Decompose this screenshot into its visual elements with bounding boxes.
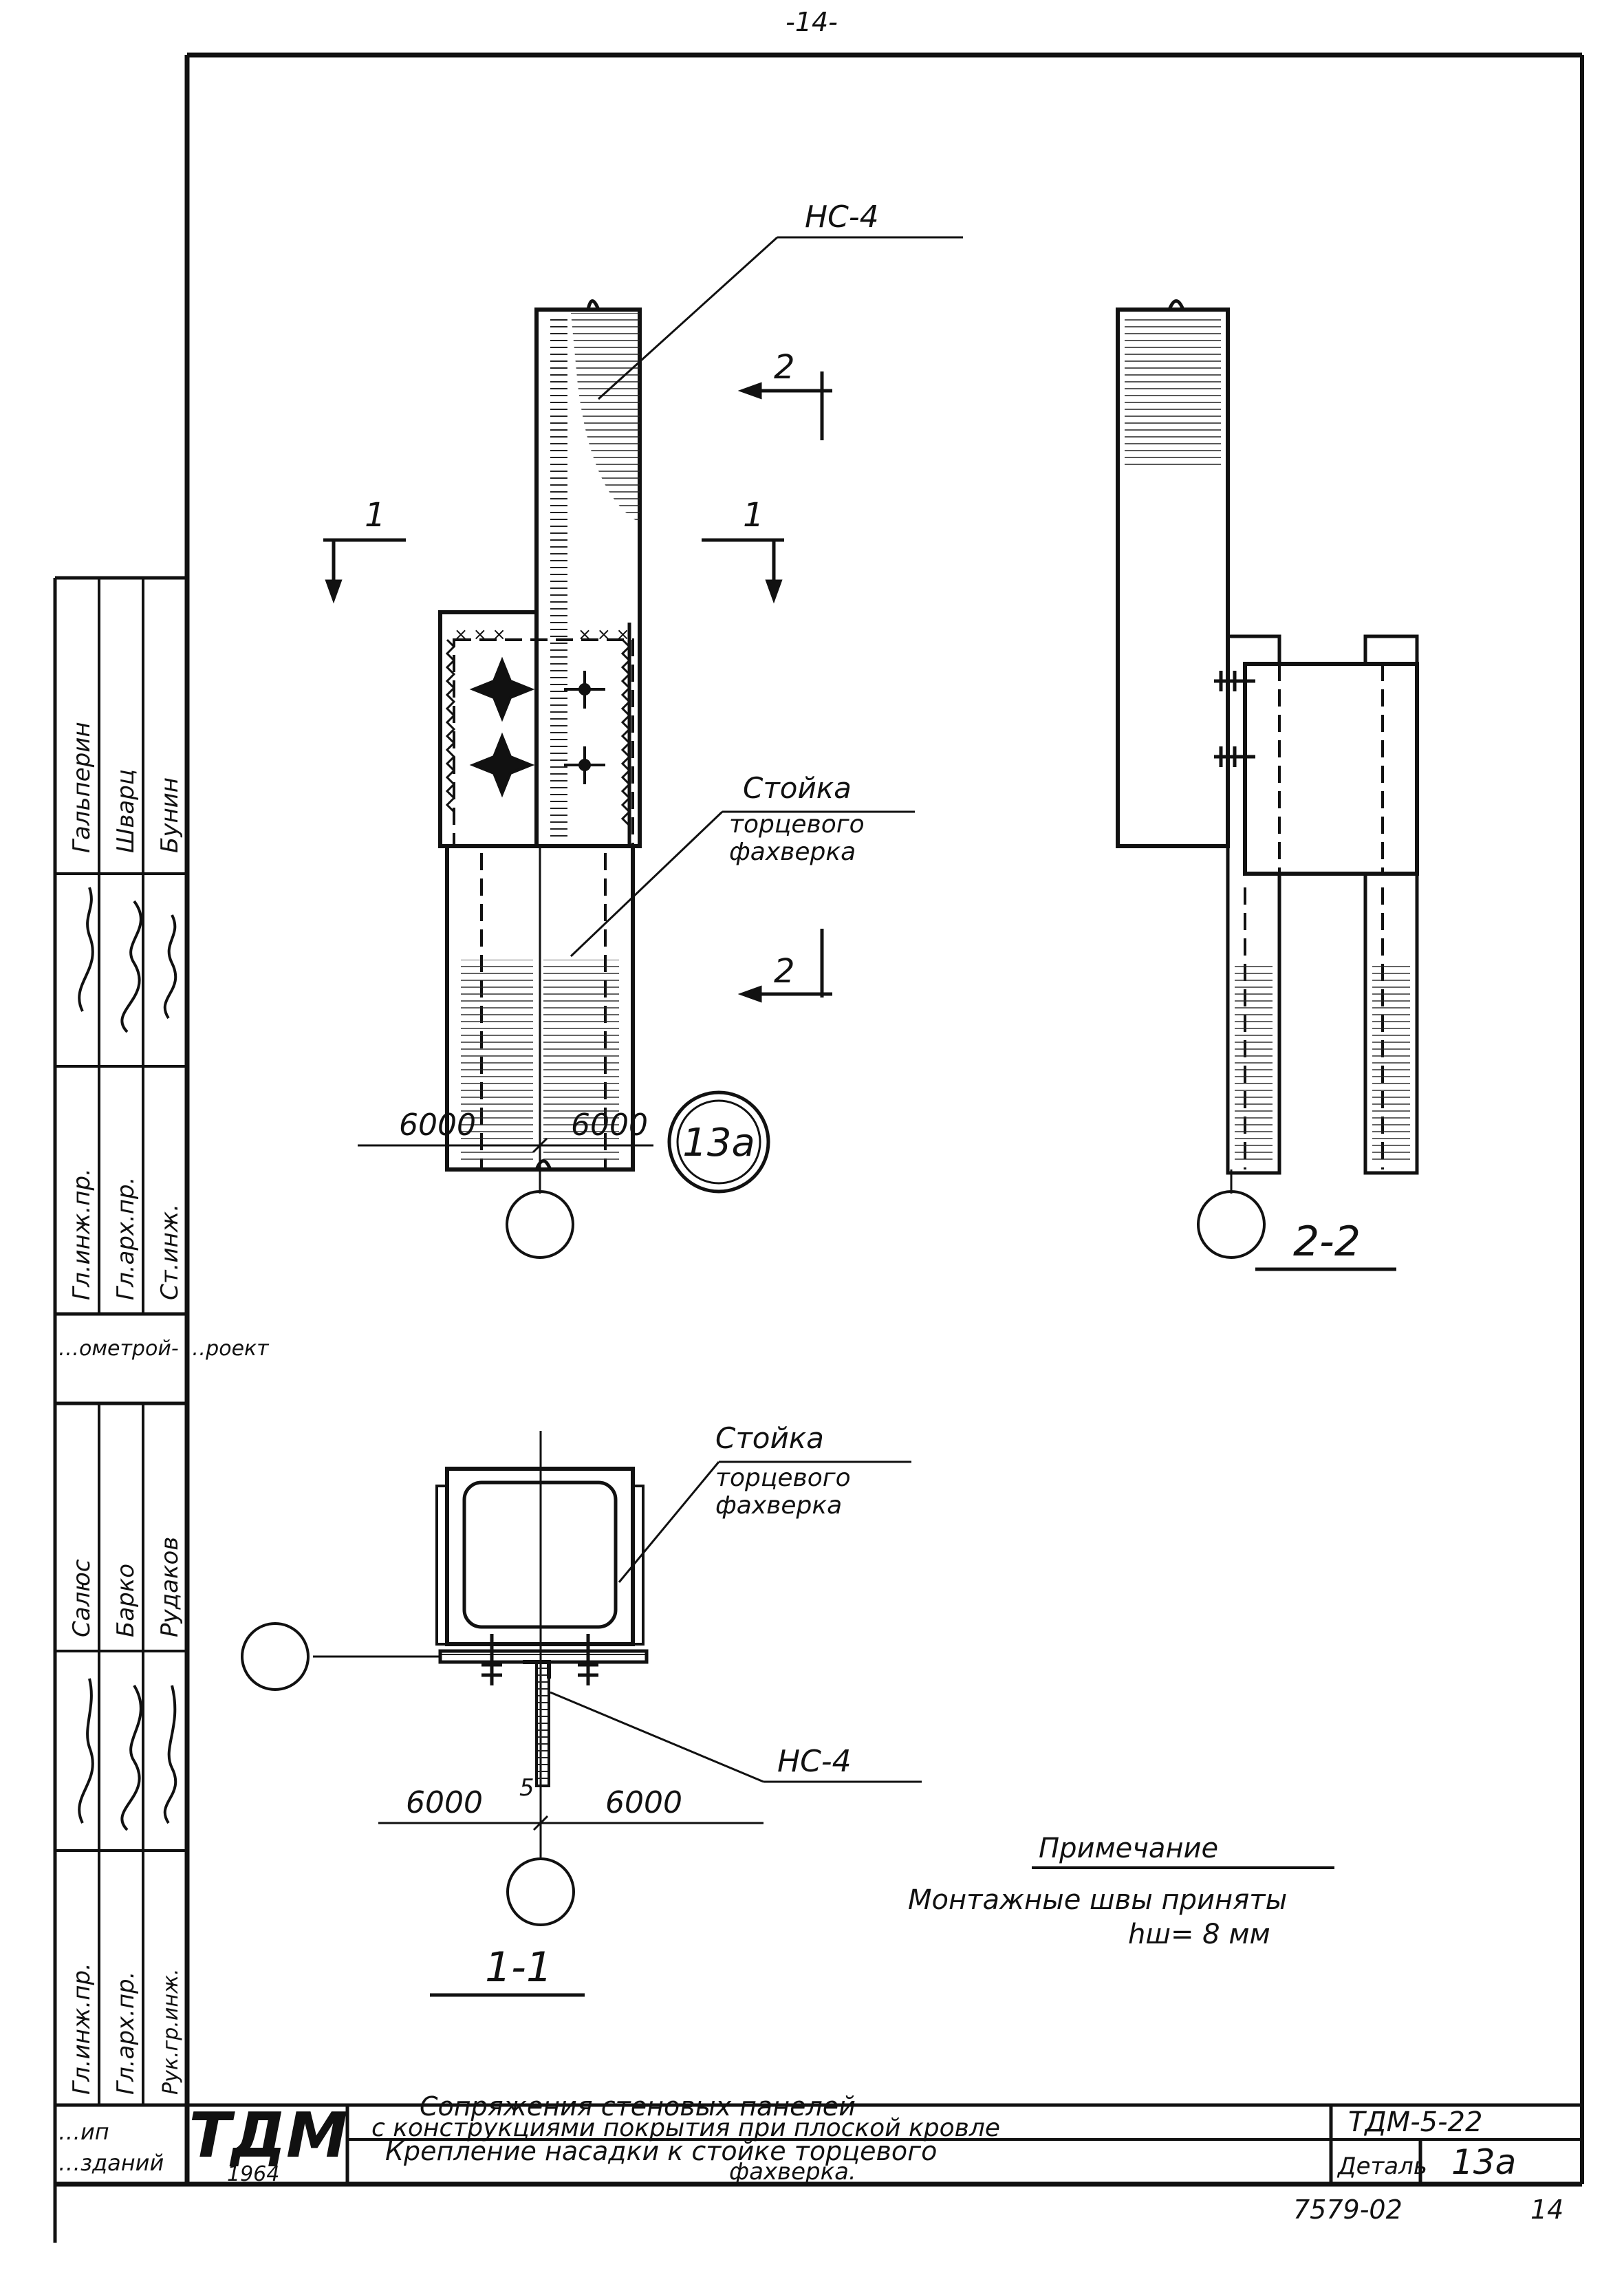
section-1-marker-right xyxy=(702,538,784,604)
stamp-role-bottom-3: Рук.гр.инж. xyxy=(159,1968,183,2095)
subtitle-line-1: Крепление насадки к стойке торцевого xyxy=(385,2136,937,2166)
stamp-role-top-2: Гл.арх.пр. xyxy=(112,1177,140,1300)
sheet-code: 7579-02 xyxy=(1293,2195,1403,2225)
section-2-label-bottom: 2 xyxy=(774,952,795,991)
section-2-2-view: 2-2 xyxy=(1116,299,1419,1271)
end-column xyxy=(445,844,635,1172)
section-1-1-column-label-1: Стойка xyxy=(715,1421,824,1455)
section-1-1-dim-left: 6000 xyxy=(406,1785,483,1820)
stamp-name-top-3: Бунин xyxy=(156,777,184,853)
note-line-1: Монтажные швы приняты xyxy=(908,1884,1287,1916)
svg-text:× × ×: × × × xyxy=(454,625,506,644)
section-2-label-top: 2 xyxy=(774,348,795,387)
section-1-1-column-label-2: торцевого xyxy=(715,1464,851,1492)
svg-text:× × ×: × × × xyxy=(578,625,630,644)
section-1-1-title: 1-1 xyxy=(485,1943,552,1992)
stamp-name-bottom-2: Барко xyxy=(112,1564,140,1637)
note: Примечание Монтажные швы приняты hш= 8 м… xyxy=(908,1833,1334,1950)
detail-marker xyxy=(667,1090,770,1194)
section-2-2-title: 2-2 xyxy=(1293,1218,1361,1266)
stamp-bottom-label-1: …ип xyxy=(58,2119,109,2145)
section-1-1-view: Стойка торцевого фахверка НС-4 5 6000 60… xyxy=(241,1421,922,1997)
subtitle-line-2: фахверка. xyxy=(729,2158,856,2186)
section-1-marker-left xyxy=(323,538,406,604)
page-number: -14- xyxy=(786,7,838,37)
section-2-marker-bottom xyxy=(737,929,832,1003)
stamp-name-bottom-1: Салюс xyxy=(68,1559,96,1637)
axis-bubble-2-2 xyxy=(1197,1190,1266,1259)
stamp-bottom-label-2: …зданий xyxy=(58,2150,164,2176)
stamp-role-bottom-2: Гл.арх.пр. xyxy=(112,1972,140,2095)
axis-bubble-1-1-bottom xyxy=(506,1857,575,1926)
axis-bubble-1-1-left xyxy=(241,1622,310,1691)
side-stamp xyxy=(55,576,187,2107)
part-leader xyxy=(597,236,779,400)
note-line-2: hш= 8 мм xyxy=(1128,1919,1270,1950)
drawing-frame xyxy=(53,52,1584,2243)
section-1-1-weld-size: 5 xyxy=(519,1774,534,1802)
bolts xyxy=(469,656,605,798)
title-line-1: Сопряжения стеновых панелей xyxy=(420,2091,856,2122)
note-heading: Примечание xyxy=(1039,1833,1218,1864)
stamp-org: …ометрой- …роект xyxy=(58,1337,270,1361)
year: 1964 xyxy=(227,2162,279,2186)
part-label: НС-4 xyxy=(805,200,879,235)
series-code: ТДМ-5-22 xyxy=(1348,2106,1482,2138)
stamp-role-top-3: Ст.инж. xyxy=(156,1204,184,1300)
column-label-3: фахверка xyxy=(729,838,856,866)
stamp-name-top-1: Гальперин xyxy=(68,722,96,853)
section-2-marker-top xyxy=(737,371,832,440)
detail-marker-label: 13а xyxy=(682,1121,755,1165)
section-1-1-column-label-3: фахверка xyxy=(715,1491,842,1520)
stamp-name-top-2: Шварц xyxy=(112,769,140,853)
signatures xyxy=(78,887,177,1831)
title-line-2: с конструкциями покрытия при плоской кро… xyxy=(371,2114,1000,2142)
section-1-label-right: 1 xyxy=(743,496,764,535)
dim-right: 6000 xyxy=(571,1108,648,1143)
elevation-view: × × × × × × НС-4 Стойка торцевого xyxy=(323,200,963,1259)
detail-number: 13а xyxy=(1451,2142,1516,2182)
sheet-number: 14 xyxy=(1530,2195,1563,2225)
stamp-role-top-1: Гл.инж.пр. xyxy=(68,1168,96,1300)
detail-label: Деталь xyxy=(1336,2153,1427,2180)
stamp-name-bottom-3: Рудаков xyxy=(156,1537,184,1637)
title-block xyxy=(185,2103,1582,2184)
column-label-2: торцевого xyxy=(729,810,865,839)
column-label-1: Стойка xyxy=(743,771,852,805)
side-stamp-text: Гальперин Шварц Бунин Гл.инж.пр. Гл.арх.… xyxy=(58,722,270,2176)
stamp-role-bottom-1: Гл.инж.пр. xyxy=(68,1963,96,2095)
section-1-label-left: 1 xyxy=(365,496,386,535)
cap-plate: × × × × × × xyxy=(438,610,634,848)
column-leader xyxy=(570,810,724,958)
section-1-1-part-label: НС-4 xyxy=(777,1744,852,1779)
dim-left: 6000 xyxy=(399,1108,476,1143)
section-1-1-dim-right: 6000 xyxy=(605,1785,682,1820)
logo: ТДМ xyxy=(188,2100,347,2172)
axis-bubble xyxy=(506,1190,574,1259)
